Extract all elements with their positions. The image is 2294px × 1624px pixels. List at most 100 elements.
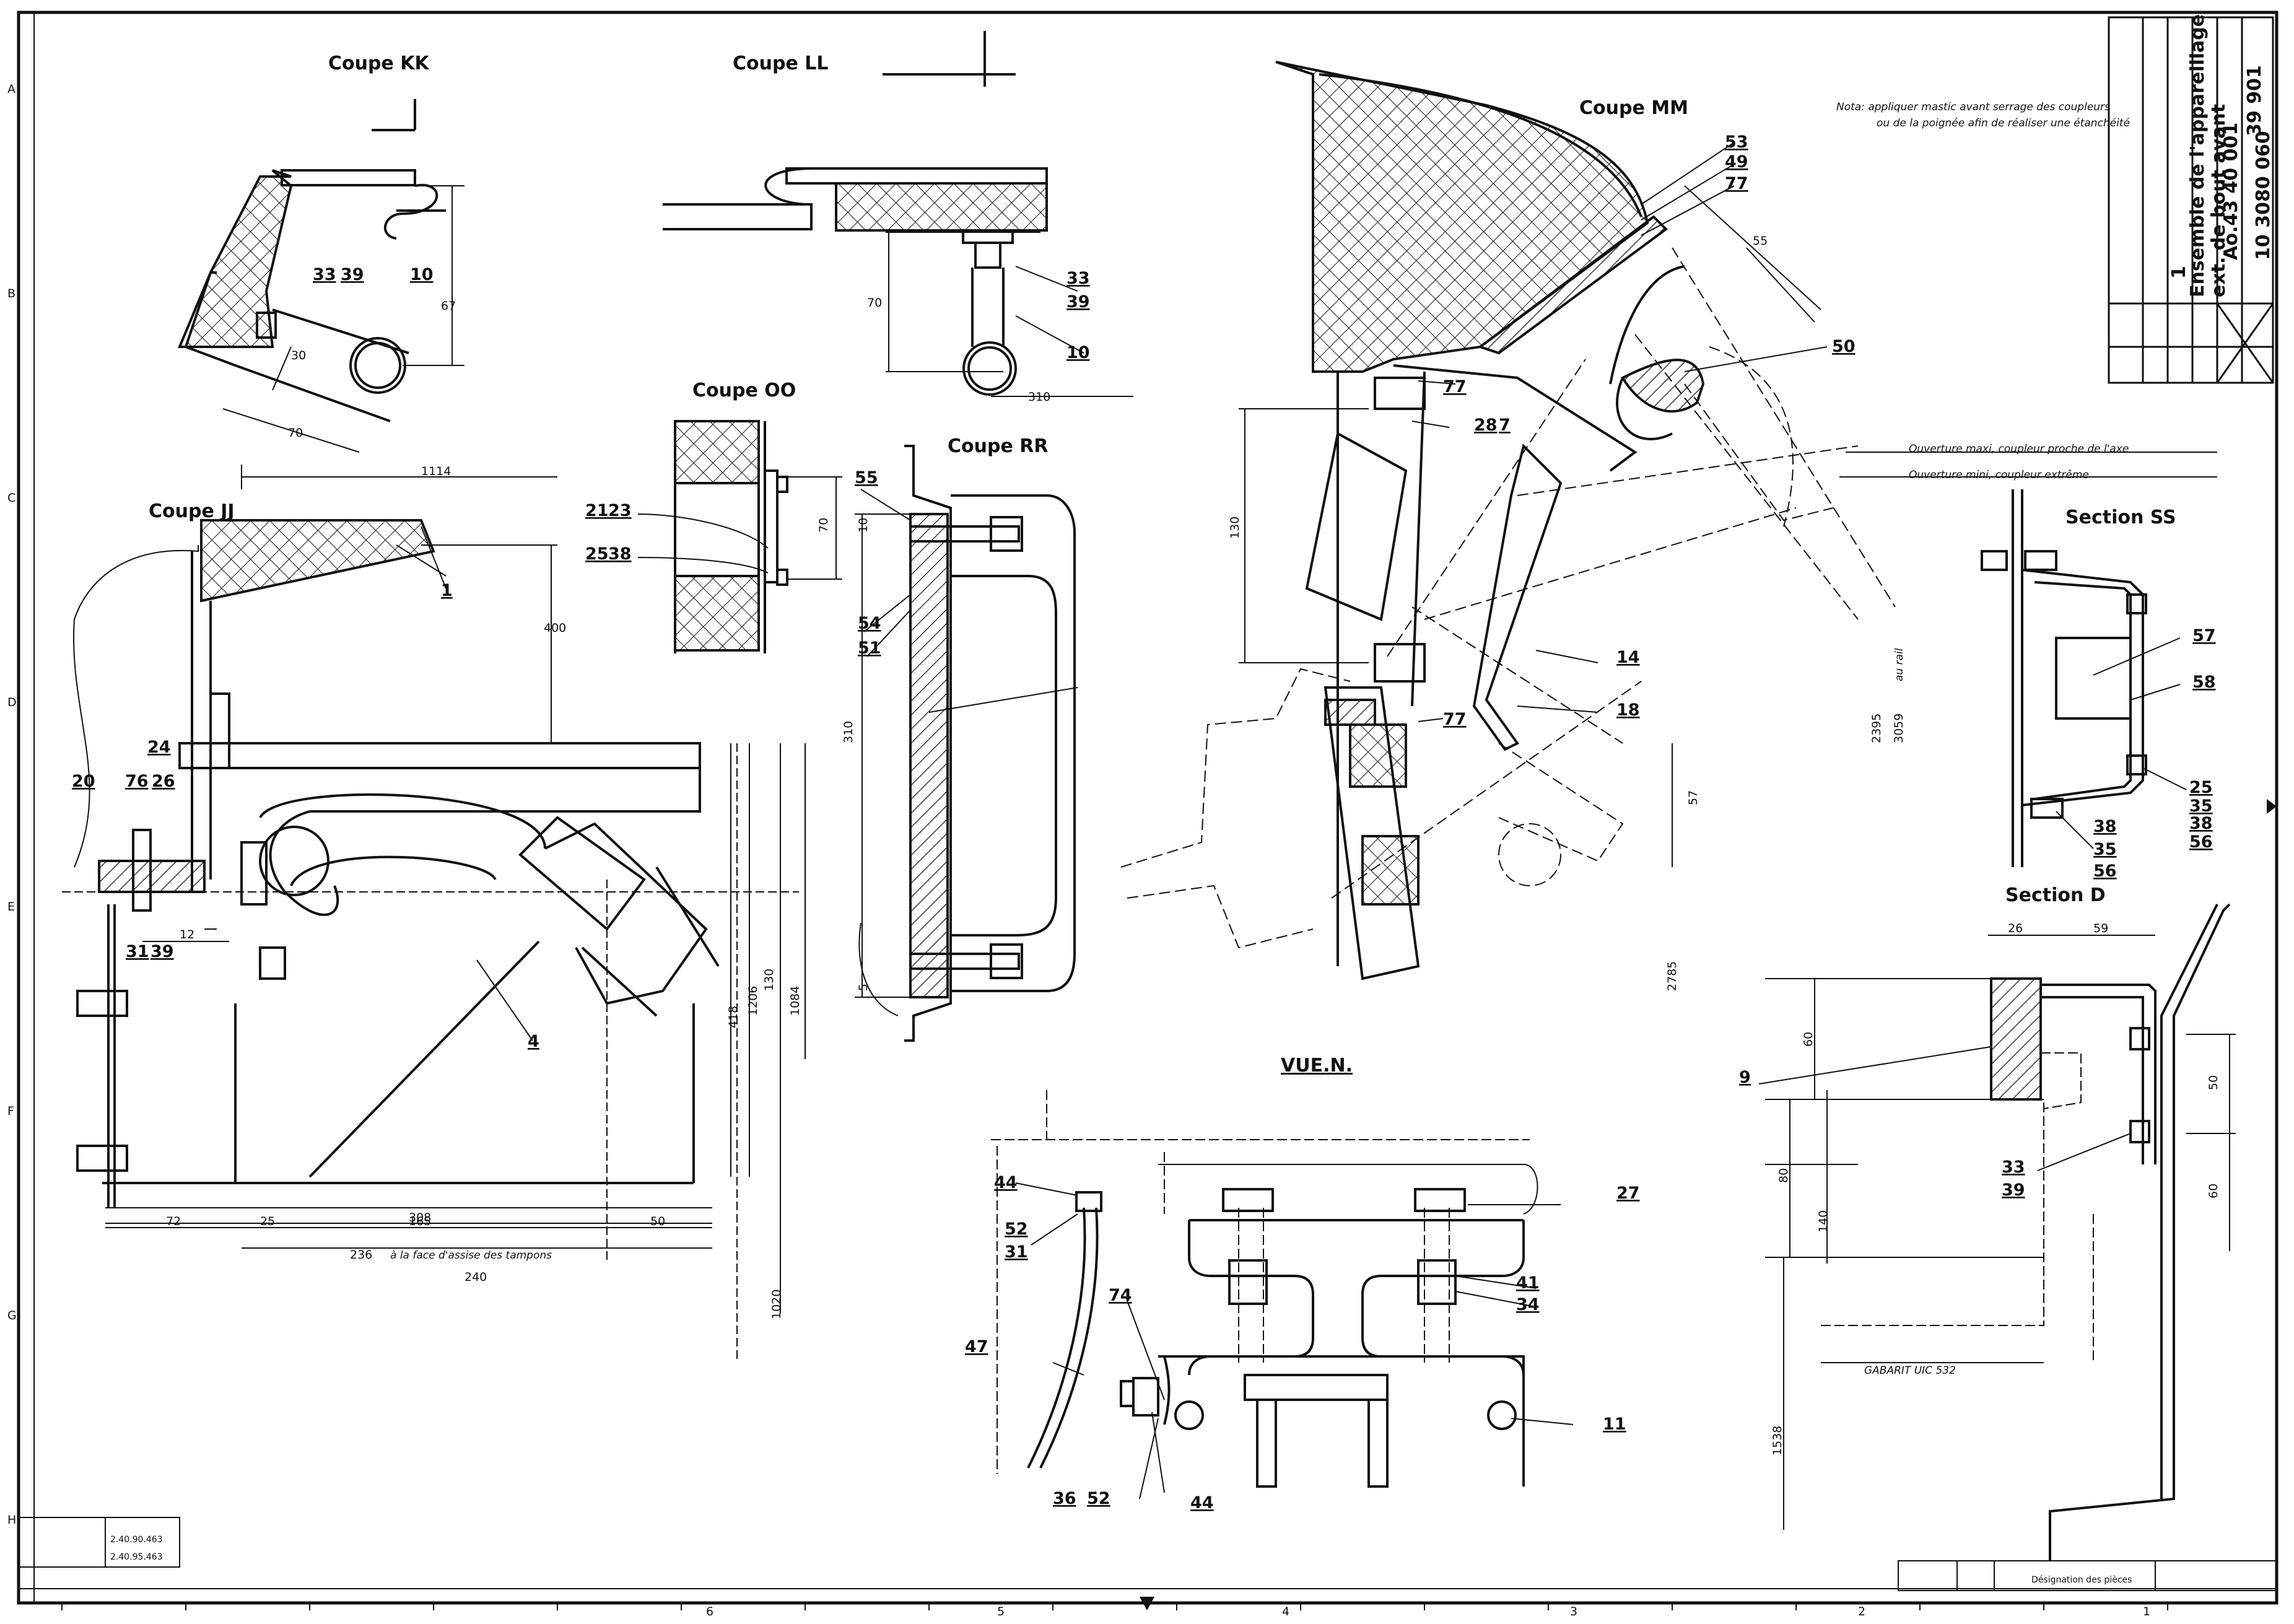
dim-jj-400: 400: [544, 621, 566, 635]
callout-mm-28: 28: [1474, 416, 1498, 435]
callout-ss-35b: 35: [2093, 840, 2117, 859]
dim-d-50: 50: [2207, 1075, 2220, 1090]
callout-jj-24: 24: [147, 738, 171, 757]
callout-vn-52b: 52: [1087, 1489, 1110, 1508]
callout-mm-14: 14: [1616, 648, 1640, 667]
grid-row-e: E: [7, 900, 15, 914]
dim-jj-50: 50: [650, 1215, 665, 1228]
dim-d-80: 80: [1777, 1168, 1790, 1183]
callout-mm-7: 7: [1499, 416, 1511, 435]
dim-jj-1020: 1020: [770, 1290, 783, 1319]
callout-ll-33: 33: [1066, 269, 1090, 288]
grid-markers: A B C D E F G H 6 5 4 3 2 1: [7, 82, 2277, 1618]
dim-jj-418: 418: [726, 1006, 740, 1028]
title-coupe-jj: Coupe JJ: [149, 500, 235, 522]
callout-mm-77a: 77: [1725, 174, 1748, 193]
callout-vn-44a: 44: [994, 1173, 1018, 1192]
title-coupe-mm: Coupe MM: [1579, 97, 1688, 119]
callout-ll-39: 39: [1066, 292, 1090, 312]
callout-oo-21: 21: [585, 501, 609, 520]
dim-jj-1084: 1084: [788, 986, 802, 1016]
dim-mm-130: 130: [1228, 517, 1242, 539]
title-block: Ao.43 40 001 Ensemble de l'appareillage …: [2108, 14, 2274, 384]
view-section-ss: Section SS 57 58 25 35 38 56 38 35 56: [1981, 489, 2216, 881]
callout-rr-51: 51: [858, 639, 881, 658]
dim-jj-72: 72: [166, 1215, 181, 1228]
grid-col-3: 3: [1570, 1605, 1577, 1618]
dim-kk-30: 30: [291, 349, 306, 362]
view-coupe-rr: Coupe RR 55 54 51 310 10 5: [842, 435, 1078, 1042]
dim-d-60b: 60: [2207, 1184, 2220, 1198]
callout-ss-58: 58: [2192, 673, 2216, 692]
dim-jj-25: 25: [260, 1215, 275, 1228]
callout-vn-47: 47: [965, 1337, 988, 1356]
view-coupe-jj: Coupe JJ: [62, 500, 806, 1363]
grid-row-d: D: [7, 696, 17, 709]
dim-jj-130: 130: [762, 969, 776, 991]
grid-col-2: 2: [1858, 1605, 1865, 1618]
dim-jj-1206: 1206: [746, 986, 760, 1016]
annotation-gabarit: GABARIT UIC 532: [1864, 1364, 1956, 1377]
title-coupe-oo: Coupe OO: [692, 380, 796, 401]
dim-ll-70: 70: [867, 296, 882, 310]
dim-mm-3059: 3059: [1892, 714, 1906, 743]
callout-rr-54: 54: [858, 614, 881, 633]
callout-ss-38a: 38: [2189, 814, 2213, 833]
dim-d-26: 26: [2008, 922, 2023, 935]
grid-col-1: 1: [2143, 1605, 2150, 1618]
dim-rr-5: 5: [857, 984, 870, 991]
title-section-d: Section D: [2005, 884, 2106, 906]
callout-ss-35a: 35: [2189, 797, 2213, 816]
callout-jj-39: 39: [150, 942, 174, 961]
title-block-code-1: 39 901: [2244, 65, 2266, 136]
grid-row-a: A: [7, 82, 15, 96]
note-block: Nota: appliquer mastic avant serrage des…: [1836, 101, 2130, 129]
callout-d-39: 39: [2002, 1181, 2025, 1200]
annotation-plan-rail: au rail: [1893, 648, 1906, 681]
dim-mm-55: 55: [1753, 234, 1768, 248]
callout-d-9: 9: [1739, 1068, 1751, 1087]
callout-mm-50: 50: [1832, 337, 1856, 356]
callout-mm-53: 53: [1725, 133, 1748, 152]
grid-row-g: G: [7, 1309, 17, 1322]
callout-jj-20: 20: [72, 772, 95, 791]
view-section-d: Section D: [1739, 884, 2236, 1561]
dim-rr-10: 10: [857, 518, 870, 533]
callout-rr-55: 55: [855, 468, 878, 487]
title-vue-n: VUE.N.: [1281, 1055, 1353, 1076]
dim-ll-310: 310: [1028, 390, 1050, 404]
note-line-1: Nota: appliquer mastic avant serrage des…: [1836, 101, 2110, 113]
callout-mm-18: 18: [1616, 701, 1640, 720]
dim-kk-70: 70: [288, 426, 303, 440]
dim-mm-57: 57: [1686, 790, 1700, 805]
dim-jj-165: 165: [409, 1215, 431, 1228]
bottom-scale: [61, 1603, 2168, 1610]
dim-mm-2785: 2785: [1665, 961, 1679, 991]
view-coupe-oo: Coupe OO 21 23 25 38 70: [585, 380, 842, 653]
callout-kk-10: 10: [410, 265, 434, 284]
title-block-qty: 1: [2168, 266, 2190, 279]
view-vue-n: VUE.N.: [965, 1055, 1640, 1513]
footer-ref-1: 2.40.90.463: [110, 1535, 163, 1545]
title-coupe-kk: Coupe KK: [328, 53, 430, 74]
dim-d-59: 59: [2093, 922, 2108, 935]
callout-ss-56a: 56: [2189, 832, 2213, 852]
view-coupe-ll: Coupe LL 33 39 10 70 310: [663, 31, 1133, 404]
title-coupe-rr: Coupe RR: [948, 435, 1048, 457]
callout-vn-74: 74: [1109, 1286, 1132, 1305]
grid-row-h: H: [7, 1513, 16, 1527]
callout-mm-77c: 77: [1443, 710, 1467, 729]
callout-oo-23: 23: [608, 501, 632, 520]
dim-jj-12: 12: [180, 928, 194, 941]
callout-oo-38: 38: [608, 544, 632, 564]
annotation-ouverture-maxi: Ouverture maxi, coupleur proche de l'axe: [1909, 443, 2129, 455]
dim-jj-240: 240: [464, 1270, 487, 1284]
dim-d-140: 140: [1816, 1210, 1830, 1233]
grid-col-5: 5: [997, 1605, 1005, 1618]
annotation-tampons: à la face d'assise des tampons: [390, 1249, 552, 1262]
callout-jj-31: 31: [126, 942, 149, 961]
callout-ss-25: 25: [2189, 778, 2213, 797]
footer-ref-2: 2.40.95.463: [110, 1552, 163, 1562]
dim-oo-70: 70: [817, 518, 831, 533]
